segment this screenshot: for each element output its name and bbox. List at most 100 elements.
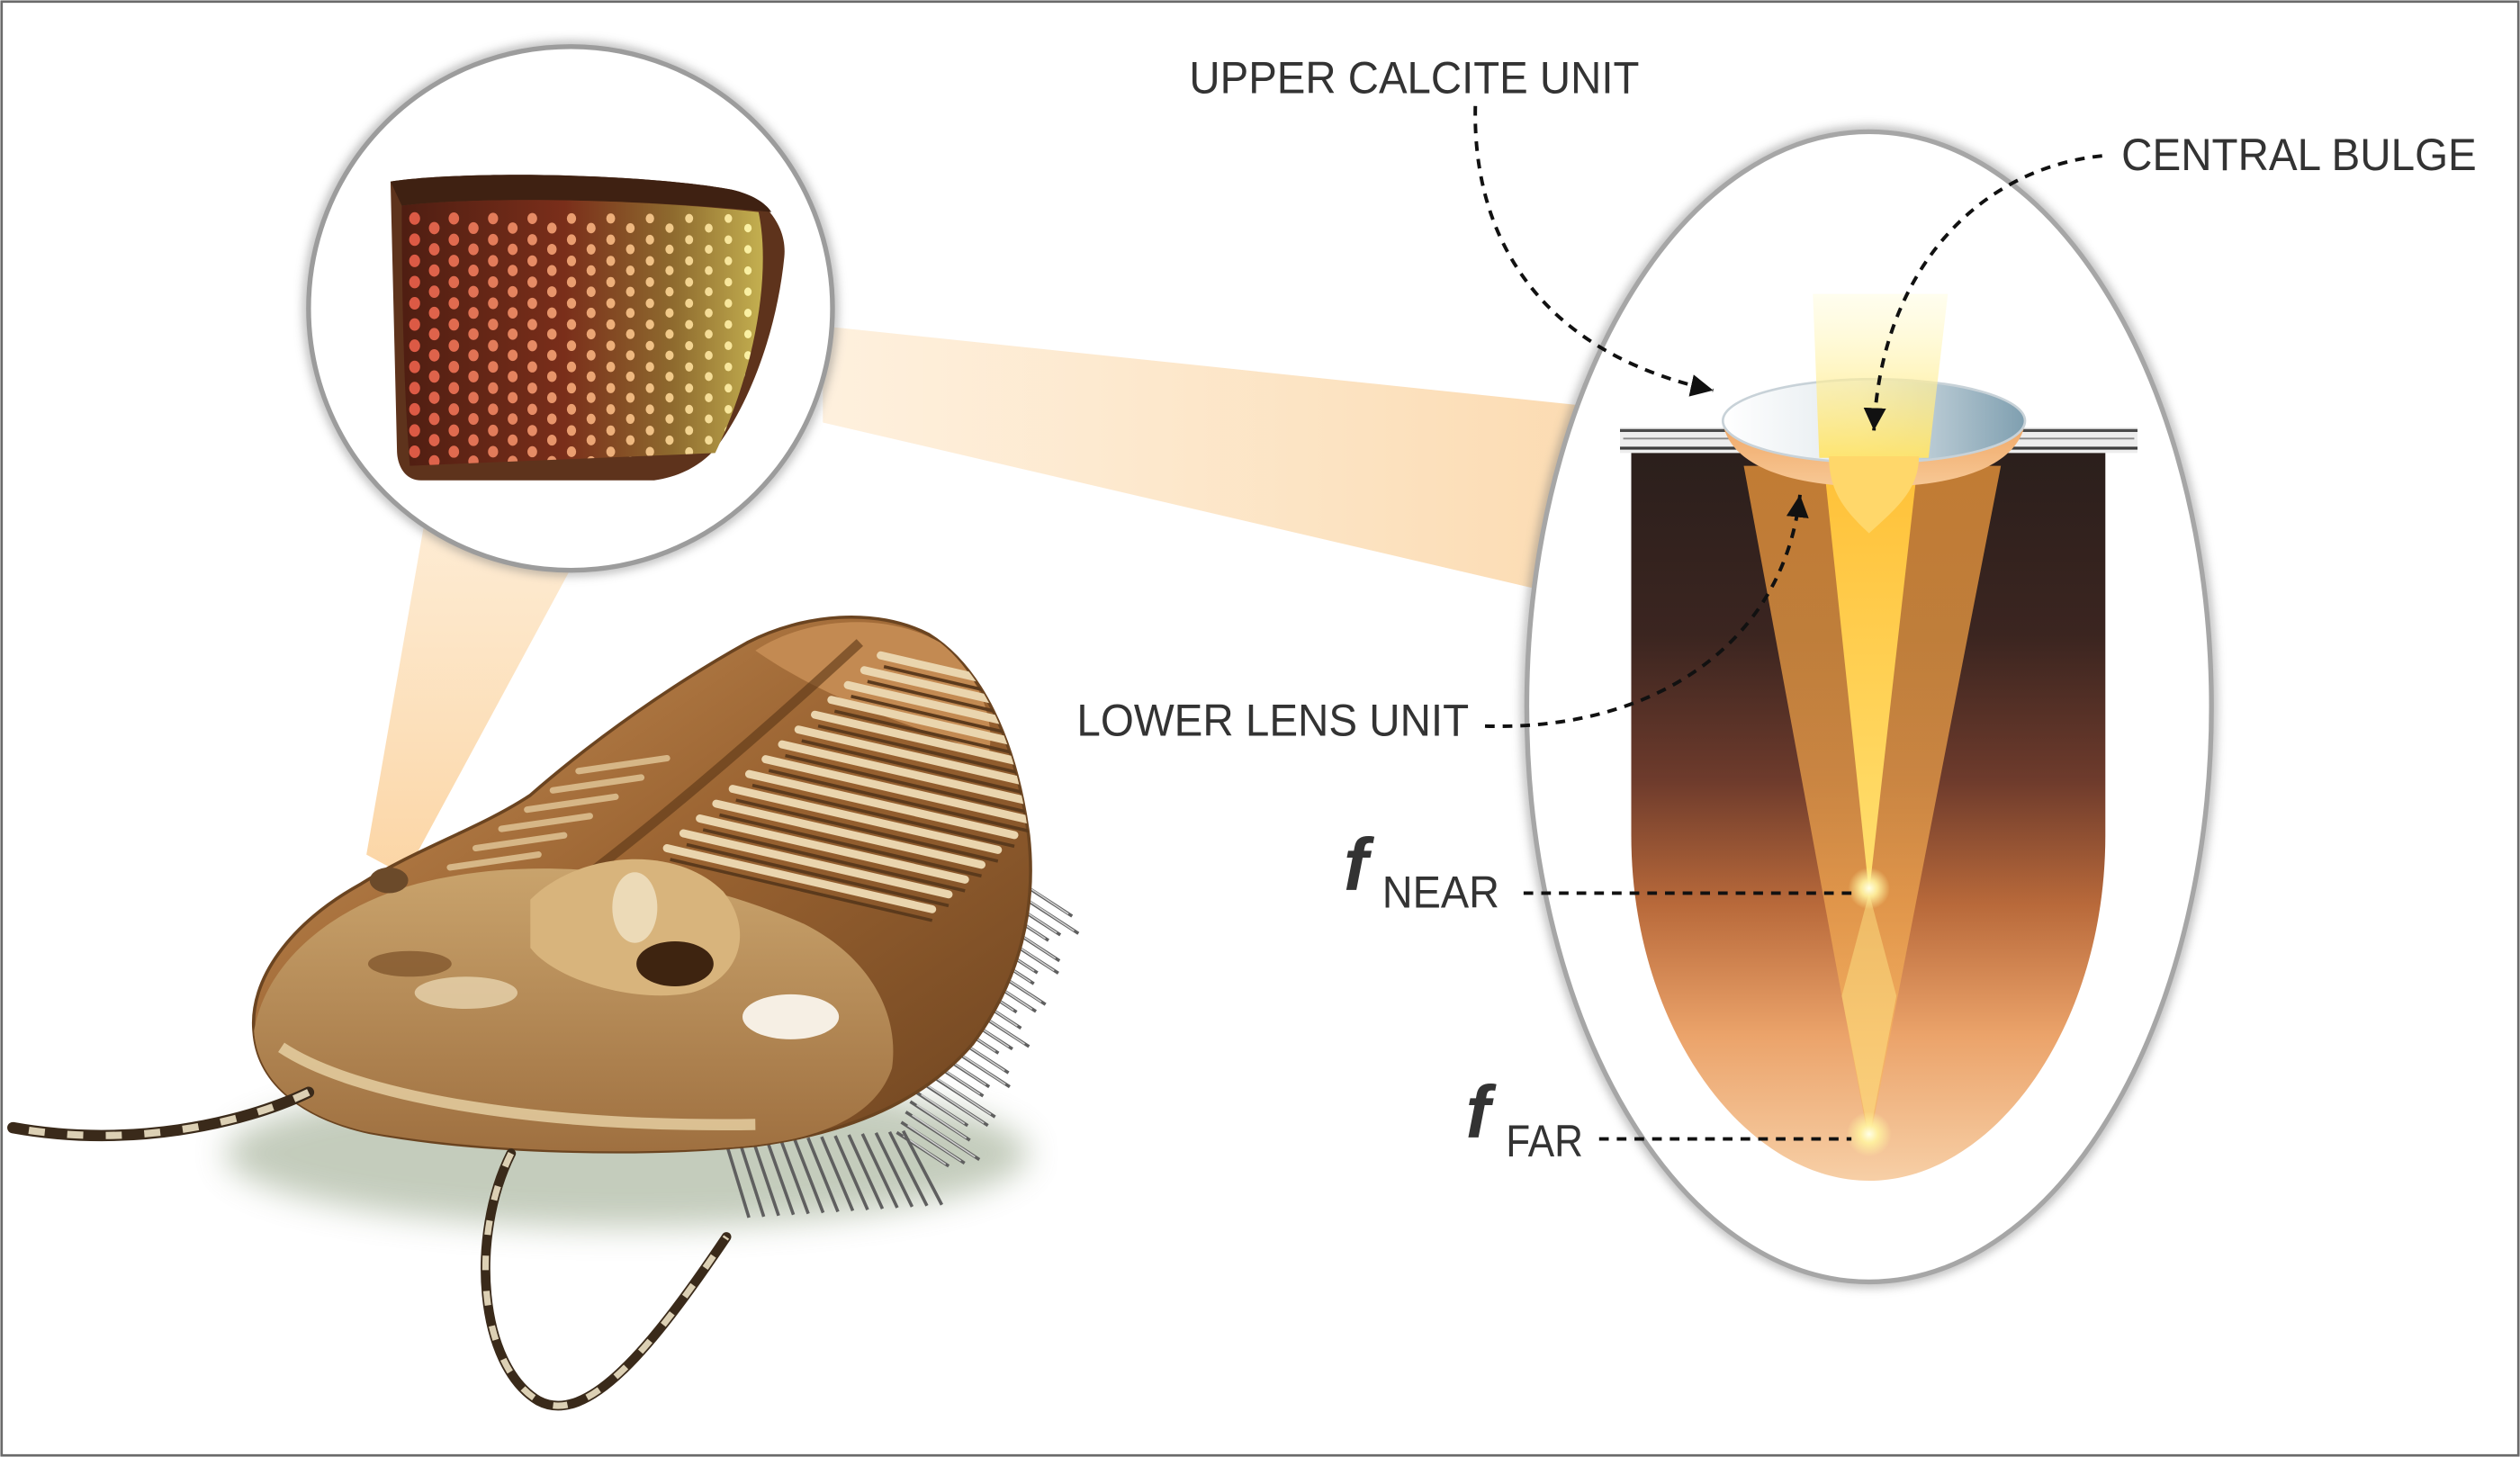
lens-dot — [546, 265, 557, 276]
cephalon-highlight — [742, 994, 840, 1039]
lens-dot — [645, 213, 654, 224]
lens-dot — [488, 339, 499, 352]
lens-dot — [428, 454, 440, 466]
lens-dot — [527, 319, 537, 330]
lens-dot — [488, 382, 499, 394]
beam-to-trilobite — [366, 514, 579, 876]
near-focus-cone — [1825, 481, 1916, 894]
lens-dot — [448, 233, 460, 247]
walking-leg — [833, 1135, 869, 1210]
trilobite-antennae — [7, 1086, 732, 1411]
f-near-subscript: NEAR — [1382, 868, 1499, 918]
lens-dot — [508, 413, 518, 425]
lens-dot — [566, 255, 577, 266]
lens-dot — [665, 414, 674, 424]
lens-dot — [645, 277, 654, 287]
thorax-rib-groove — [833, 709, 1031, 774]
lens-dot — [409, 211, 420, 225]
lens-dot — [527, 382, 537, 394]
lens-dot — [488, 424, 499, 436]
lens-dot — [546, 243, 557, 256]
pleural-spine-highlight — [921, 1093, 966, 1125]
lens-dot — [488, 403, 499, 416]
thorax-rib — [696, 814, 969, 884]
lens-dot — [546, 413, 557, 425]
lens-dot — [409, 424, 420, 437]
thorax-rib-groove — [735, 798, 999, 863]
lens-dot — [468, 412, 479, 426]
lens-dot — [468, 265, 479, 277]
lens-dot — [448, 424, 460, 437]
lens-dot — [566, 276, 577, 288]
lens-dot — [606, 256, 616, 266]
thorax-rib-groove — [850, 694, 1031, 760]
lens-dot — [428, 264, 440, 277]
lens-dot — [508, 391, 518, 404]
lens-dot — [743, 245, 752, 254]
lens-dot — [546, 371, 557, 382]
lens-dot — [606, 298, 616, 309]
walking-leg — [778, 1138, 810, 1215]
lens-dot — [586, 435, 596, 445]
lens-dot — [409, 339, 420, 353]
lens-dot — [527, 212, 537, 224]
thorax-rib — [728, 785, 1003, 854]
lens-dot — [448, 403, 460, 416]
lens-dot — [645, 362, 654, 373]
lens-dot — [685, 404, 694, 414]
lens-dot — [705, 350, 713, 360]
lens-dot — [527, 234, 537, 246]
lens-dot — [428, 306, 440, 319]
trilobite-illustration — [7, 616, 1080, 1411]
lens-dot — [527, 445, 537, 458]
lens-detail — [1521, 126, 2218, 1288]
lens-dot — [508, 328, 518, 340]
lens-dot — [606, 404, 616, 415]
walking-leg — [806, 1137, 840, 1213]
eye-inset — [302, 40, 839, 576]
thorax-rib-groove — [670, 858, 933, 922]
lens-dot — [705, 436, 713, 445]
thorax-rib-groove — [785, 753, 1031, 819]
lens-dot — [527, 339, 537, 352]
lens-dot — [546, 391, 557, 404]
left-pleura — [472, 832, 568, 852]
lens-dot — [566, 425, 577, 436]
lens-dot — [606, 362, 616, 373]
walking-leg — [847, 1134, 885, 1210]
lens-dot — [409, 402, 420, 416]
lens-dot — [685, 426, 694, 436]
f-far-subscript: FAR — [1506, 1116, 1583, 1166]
pleural-spine-highlight — [916, 1104, 968, 1139]
pleural-spine-highlight — [903, 1135, 947, 1165]
lens-dot — [606, 319, 616, 330]
lens-dot — [705, 372, 713, 382]
lens-dot — [409, 318, 420, 331]
lens-dot — [724, 319, 733, 329]
lens-dot — [409, 382, 420, 395]
left-pleura — [549, 774, 645, 794]
lens-dot — [645, 425, 654, 436]
lens-dot — [566, 403, 577, 415]
lens-dot — [409, 254, 420, 267]
lens-dot — [586, 307, 596, 319]
lens-dot — [705, 265, 713, 275]
lens-dot — [685, 362, 694, 372]
lens-dot — [546, 328, 557, 340]
lens-dot — [724, 383, 733, 393]
left-pleura — [524, 793, 619, 814]
lens-dot — [428, 243, 440, 256]
lower-lens-unit-label: LOWER LENS UNIT — [1076, 696, 1469, 746]
lens-dot — [409, 233, 420, 247]
thorax-rib — [811, 710, 1031, 780]
thorax-rib-groove — [752, 783, 1015, 849]
central-bulge-leader — [1863, 154, 2102, 431]
lens-dot — [626, 350, 635, 361]
lens-dot — [468, 307, 479, 319]
lens-dot — [468, 349, 479, 362]
lens-dot — [566, 446, 577, 457]
lens-dot — [743, 329, 752, 339]
thorax-rib — [662, 844, 937, 913]
trilobite-eye — [369, 867, 409, 894]
